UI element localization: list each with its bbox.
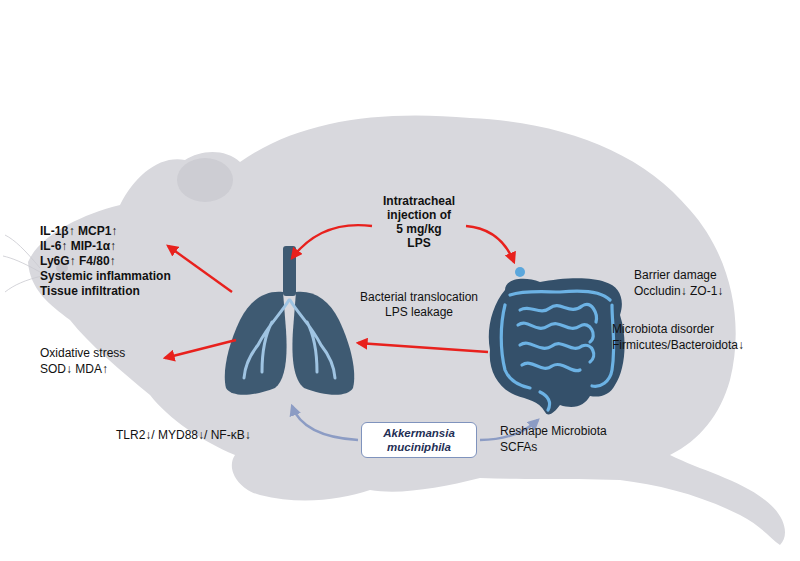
whiskers bbox=[3, 235, 42, 292]
annotation-label: SOD↓ MDA↑ bbox=[40, 362, 108, 377]
annotation-label: Microbiota disorder bbox=[612, 322, 714, 337]
annotation-label: IL-1β↑ MCP1↑ bbox=[40, 224, 117, 239]
annotation-label: Occludin↓ ZO-1↓ bbox=[634, 284, 723, 299]
annotation-label: LPS leakage bbox=[385, 305, 453, 320]
annotation-label: Systemic inflammation bbox=[40, 269, 171, 284]
mouse-silhouette bbox=[28, 115, 785, 545]
annotation-label: LPS bbox=[407, 236, 430, 251]
annotation-label: IL-6↑ MIP-1α↑ bbox=[40, 239, 116, 254]
annotation-label: Tissue infiltration bbox=[40, 284, 140, 299]
annotation-label: SCFAs bbox=[500, 440, 537, 455]
annotation-label: Oxidative stress bbox=[40, 346, 125, 361]
annotation-label: Ly6G↑ F4/80↑ bbox=[40, 254, 116, 269]
lungs bbox=[225, 246, 354, 395]
annotation-label: Bacterial translocation bbox=[360, 290, 478, 305]
annotation-label: Reshape Microbiota bbox=[500, 424, 607, 439]
bacteria-name: Akkermansia muciniphila bbox=[362, 426, 476, 454]
intestine bbox=[489, 267, 625, 414]
bacteria-box: Akkermansia muciniphila bbox=[361, 422, 477, 458]
annotation-label: 5 mg/kg bbox=[396, 222, 441, 237]
annotation-label: Intratracheal bbox=[383, 194, 455, 209]
annotation-label: Firmicutes/Bacteroidota↓ bbox=[612, 338, 744, 353]
annotation-label: Barrier damage bbox=[634, 268, 717, 283]
red-arrows bbox=[165, 225, 514, 358]
annotation-label: TLR2↓/ MYD88↓/ NF-κB↓ bbox=[116, 428, 251, 443]
annotation-label: injection of bbox=[387, 208, 451, 223]
